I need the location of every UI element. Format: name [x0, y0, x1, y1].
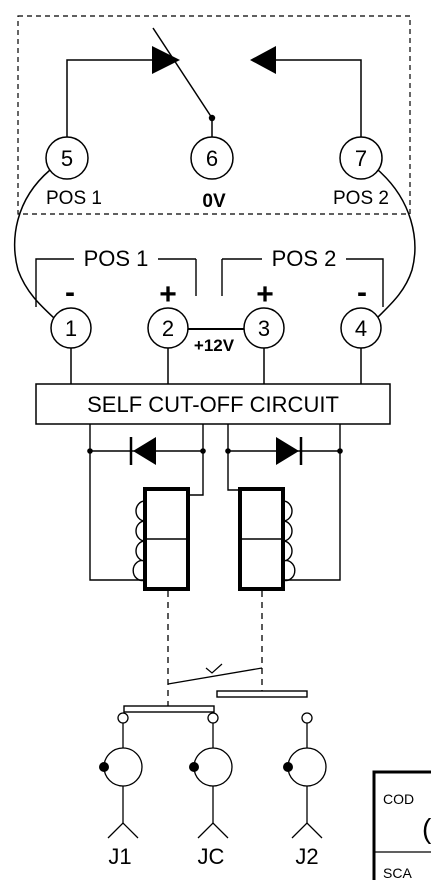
terminal-5: 5	[45, 136, 89, 180]
label-j1: J1	[108, 844, 131, 869]
label-pos1-switch: POS 1	[46, 188, 102, 209]
polarity-plus-left: +	[159, 278, 177, 311]
svg-text:5: 5	[61, 146, 73, 171]
left-contact-bar	[123, 705, 215, 713]
svg-text:2: 2	[162, 316, 174, 341]
mechanical-latch	[167, 667, 263, 685]
svg-text:1: 1	[65, 316, 77, 341]
label-supply: +12V	[194, 336, 235, 355]
title-block-cod-value: (	[422, 813, 431, 844]
svg-text:3: 3	[258, 316, 270, 341]
left-coil-inner-loop	[188, 424, 204, 496]
right-coil-inner-loop	[227, 424, 238, 491]
label-zero-volt: 0V	[202, 191, 226, 212]
latch-mark	[205, 663, 223, 674]
title-block-cod: COD	[383, 791, 414, 807]
left-diode-node-a	[87, 448, 93, 454]
terminal-2: 2	[147, 307, 189, 349]
right-diode-node-b	[337, 448, 343, 454]
left-diode-node-b	[200, 448, 206, 454]
right-diode-node-a	[225, 448, 231, 454]
wire-5-to-1	[13, 169, 55, 319]
title-block-sca: SCA	[383, 865, 412, 880]
terminal-3: 3	[243, 307, 285, 349]
label-j2: J2	[295, 844, 318, 869]
terminal-7: 7	[339, 136, 383, 180]
polarity-minus-left: -	[65, 276, 75, 309]
left-coil-outer-loop	[89, 424, 145, 581]
pos2-contact-arrow	[250, 46, 276, 74]
connector-j2	[283, 712, 327, 839]
pos1-contact-arrow	[152, 46, 180, 74]
right-diode	[276, 437, 299, 465]
svg-text:6: 6	[206, 146, 218, 171]
connector-j1	[99, 712, 143, 839]
switch-enclosure	[17, 15, 411, 215]
right-coil-outer-loop	[283, 424, 341, 581]
wire-7-to-4	[376, 169, 416, 319]
connector-jc	[189, 712, 233, 839]
title-block: COD ( SCA	[372, 770, 431, 880]
svg-text:7: 7	[355, 146, 367, 171]
polarity-plus-right: +	[256, 278, 274, 311]
circuit-box-label: SELF CUT-OFF CIRCUIT	[87, 392, 339, 417]
svg-text:4: 4	[355, 316, 367, 341]
label-pos2-switch: POS 2	[333, 188, 389, 209]
label-jc: JC	[198, 844, 225, 869]
label-pos2-group: POS 2	[272, 246, 337, 271]
terminal-1: 1	[50, 307, 92, 349]
polarity-minus-right: -	[357, 276, 367, 309]
pos2-contact-wire	[276, 59, 362, 137]
self-cutoff-circuit-box	[35, 383, 391, 425]
label-pos1-group: POS 1	[84, 246, 149, 271]
bracket-pos2	[346, 258, 384, 307]
right-contact-bar	[216, 690, 308, 698]
pos1-contact-wire	[66, 59, 152, 137]
left-diode	[133, 437, 156, 465]
switch-blade	[152, 27, 213, 119]
terminal-4: 4	[340, 307, 382, 349]
bracket-pos1	[35, 258, 74, 307]
terminal-6: 6	[190, 136, 234, 180]
